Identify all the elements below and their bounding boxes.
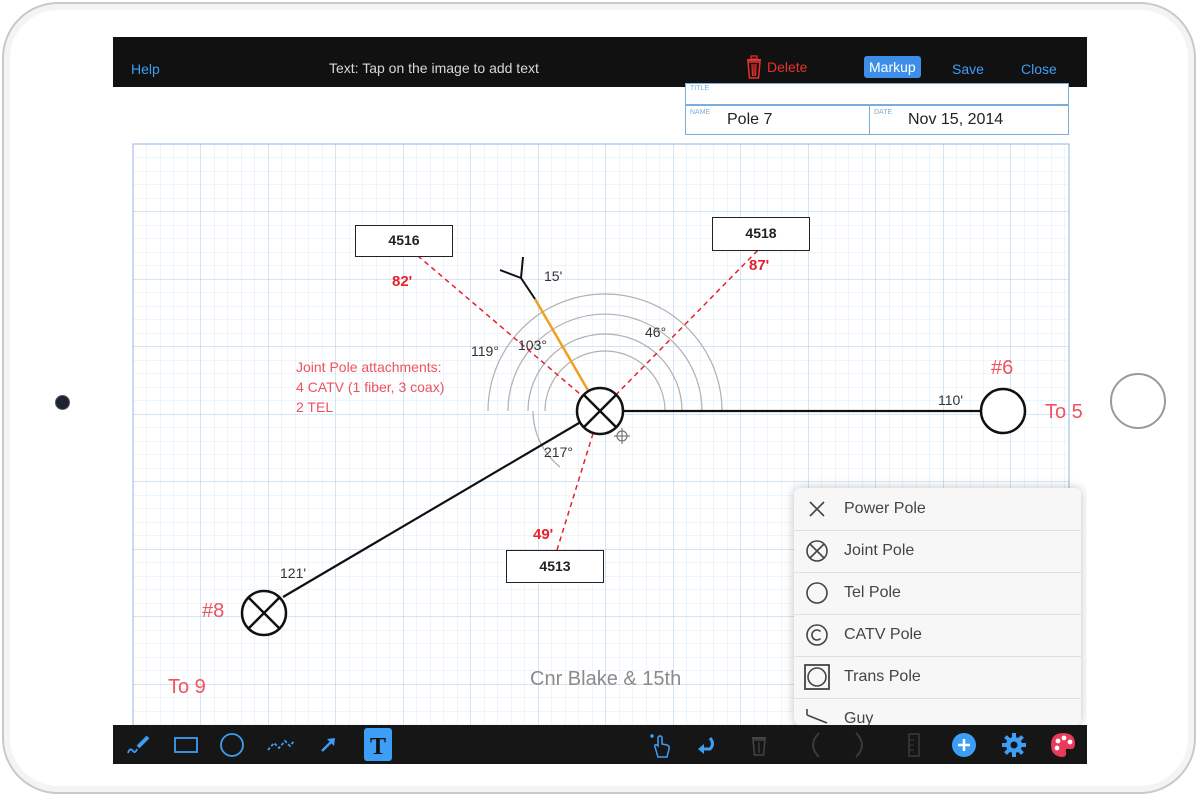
angle-arc: [544, 350, 666, 412]
guy-anchor-icon: [499, 256, 524, 279]
note-line: 4 CATV (1 fiber, 3 coax): [296, 379, 445, 395]
date-caption: DATE: [874, 109, 893, 116]
palette-item-label: Joint Pole: [844, 542, 915, 559]
palette-item-power-pole[interactable]: Power Pole: [794, 488, 1081, 531]
text-icon[interactable]: T: [364, 728, 392, 761]
palette-item-label: Power Pole: [844, 500, 926, 517]
camera: [55, 395, 70, 410]
delete-label: Delete: [767, 59, 808, 75]
note-line: Joint Pole attachments:: [296, 359, 442, 375]
guy-line-black: [520, 277, 536, 300]
circle-icon[interactable]: [217, 730, 247, 760]
ruler-icon[interactable]: [899, 730, 929, 760]
angle-46-label: 46°: [645, 324, 667, 340]
distance-82: 82': [392, 273, 413, 290]
trash-icon[interactable]: [744, 730, 774, 760]
rectangle-icon[interactable]: [171, 730, 201, 760]
home-button[interactable]: [1110, 373, 1166, 429]
to-9-label[interactable]: To 9: [168, 676, 206, 698]
delete-button[interactable]: Delete: [745, 55, 807, 79]
title-cell: [685, 83, 1069, 105]
pole-tag-4518[interactable]: 4518: [712, 217, 810, 251]
pole-tag-4516[interactable]: 4516: [355, 225, 453, 257]
name-caption: NAME: [690, 109, 711, 116]
palette-item-joint-pole[interactable]: Joint Pole: [794, 530, 1081, 573]
dashed-line-4516: [403, 243, 601, 412]
undo-icon[interactable]: [691, 730, 721, 760]
pole-6-label[interactable]: #6: [991, 357, 1014, 379]
save-button[interactable]: Save: [952, 61, 984, 77]
crosshair-icon: [614, 428, 630, 444]
settings-icon[interactable]: [999, 730, 1029, 760]
angle-arc: [487, 293, 723, 412]
to-5-label[interactable]: To 5: [1045, 401, 1083, 423]
rotate-left-icon[interactable]: [799, 730, 829, 760]
angle-119-label: 119°: [471, 343, 499, 359]
palette-item-label: Tel Pole: [844, 584, 901, 601]
angle-arc: [532, 410, 561, 468]
palette-item-label: CATV Pole: [844, 626, 922, 643]
pole-8-label[interactable]: #8: [202, 600, 225, 622]
polyline-icon[interactable]: [266, 730, 296, 760]
distance-49: 49': [533, 526, 554, 543]
help-button[interactable]: Help: [131, 61, 160, 77]
attachment-note[interactable]: Joint Pole attachments: 4 CATV (1 fiber,…: [296, 357, 444, 417]
note-line: 2 TEL: [296, 399, 334, 415]
location-label[interactable]: Cnr Blake & 15th: [530, 668, 682, 690]
span-line-to-8: [282, 422, 580, 598]
pen-icon[interactable]: [123, 730, 153, 760]
pan-icon[interactable]: [645, 730, 675, 760]
palette-item-trans-pole[interactable]: Trans Pole: [794, 656, 1081, 699]
guy-icon: [804, 706, 830, 725]
angle-103-label: 103°: [518, 337, 547, 353]
circle-c-icon: [804, 622, 830, 648]
trash-icon: [747, 55, 761, 79]
dashed-line-4518: [599, 243, 765, 412]
graph-border: [132, 143, 1070, 725]
angle-arc: [507, 313, 703, 412]
date-value: Nov 15, 2014: [908, 111, 1004, 128]
circle-x-icon: [804, 538, 830, 564]
add-icon[interactable]: [949, 730, 979, 760]
joint-pole-7[interactable]: [575, 386, 625, 436]
date-cell[interactable]: [869, 105, 1069, 135]
title-caption: TITLE: [690, 85, 710, 92]
svg-text:T: T: [370, 734, 386, 758]
joint-pole-8[interactable]: [240, 589, 288, 637]
name-value: Pole 7: [727, 111, 773, 128]
name-cell[interactable]: [685, 105, 871, 135]
close-button[interactable]: Close: [1021, 61, 1057, 77]
palette-item-guy[interactable]: Guy: [794, 698, 1081, 725]
angle-arc: [527, 333, 683, 412]
rotate-right-icon[interactable]: [846, 730, 876, 760]
tel-pole-6[interactable]: [979, 387, 1027, 435]
bottom-toolbar: T: [113, 725, 1087, 764]
span-110-label: 110': [938, 392, 963, 408]
arrow-icon[interactable]: [313, 730, 343, 760]
circle-icon: [804, 580, 830, 606]
guy-length-label: 15': [544, 268, 563, 284]
markup-button[interactable]: Markup: [864, 56, 921, 78]
span-121-label: 121': [280, 565, 307, 581]
palette-item-catv-pole[interactable]: CATV Pole: [794, 614, 1081, 657]
distance-87: 87': [749, 257, 770, 274]
x-icon: [804, 496, 830, 522]
mode-hint: Text: Tap on the image to add text: [329, 60, 539, 76]
angle-217-label: 217°: [544, 444, 573, 460]
top-bar: Help Text: Tap on the image to add text …: [113, 37, 1087, 87]
palette-item-tel-pole[interactable]: Tel Pole: [794, 572, 1081, 615]
title-block: TITLE NAME Pole 7 DATE Nov 15, 2014: [685, 83, 1069, 135]
square-circle-icon: [804, 664, 830, 690]
palette-item-label: Guy: [844, 710, 874, 725]
color-palette-icon[interactable]: [1048, 730, 1078, 760]
app-screen: Help Text: Tap on the image to add text …: [113, 37, 1087, 764]
symbol-palette: Power Pole Joint Pole Tel Pole CATV Pole…: [794, 488, 1081, 725]
palette-item-label: Trans Pole: [844, 668, 921, 685]
pole-tag-4513[interactable]: 4513: [506, 550, 604, 583]
